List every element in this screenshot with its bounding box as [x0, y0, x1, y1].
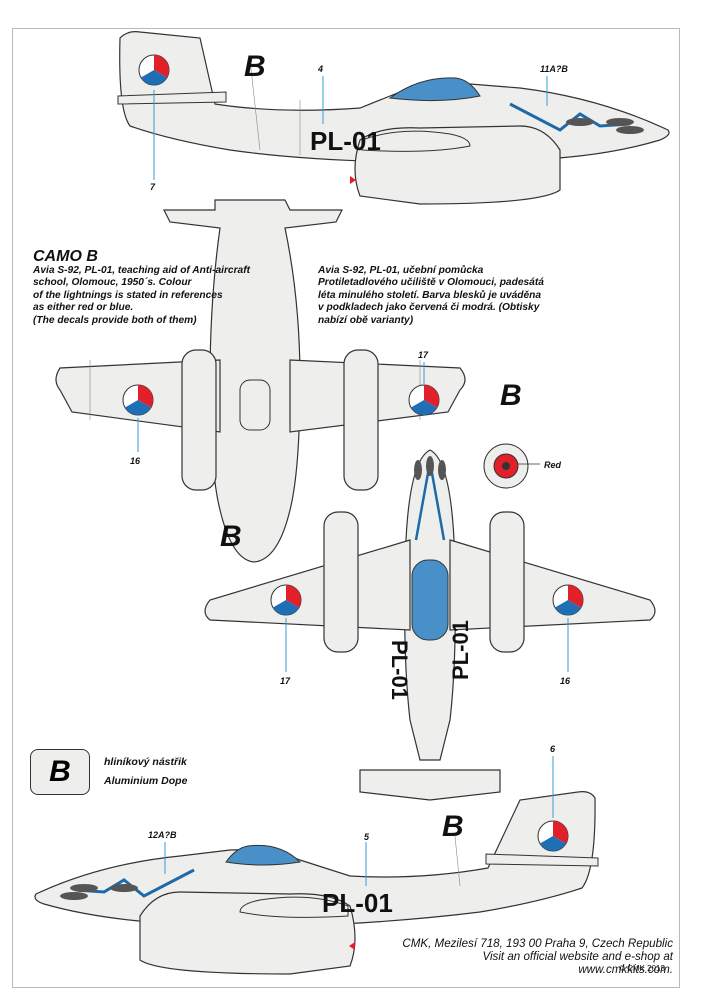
description-czech: Avia S-92, PL-01, učební pomůcka Protile…	[318, 265, 544, 326]
legend-letter: B	[49, 755, 71, 788]
footer-visit: Visit an official website and e-shop at	[482, 949, 673, 963]
side-top-registration: PL-01	[310, 126, 381, 156]
label-6: 6	[550, 744, 556, 754]
label-b-top: B	[244, 50, 266, 83]
label-17-bottom: 17	[280, 676, 291, 686]
label-11ab: 11A?B	[540, 64, 568, 74]
legend-name-czech: hliníkový nástřik	[104, 756, 187, 768]
label-4: 4	[317, 64, 323, 74]
label-b-middle: B	[220, 520, 242, 553]
label-16-left: 16	[130, 456, 141, 466]
label-b-bottom: B	[442, 810, 464, 843]
label-red: Red	[544, 460, 562, 470]
copyright: © CMK 2013	[619, 964, 665, 973]
label-16-right: 16	[560, 676, 571, 686]
side-bottom-registration: PL-01	[322, 888, 393, 918]
red-spinner-detail	[483, 443, 540, 489]
label-b-right: B	[500, 379, 522, 412]
footer: CMK, Mezilesí 718, 193 00 Praha 9, Czech…	[402, 937, 673, 976]
bottom-view: PL-01 PL-01	[204, 449, 656, 801]
legend-color-swatch: B	[30, 749, 90, 795]
camo-title: CAMO B	[33, 248, 98, 265]
footer-address: CMK, Mezilesí 718, 193 00 Praha 9, Czech…	[402, 937, 673, 950]
label-12ab: 12A?B	[148, 830, 177, 840]
label-7: 7	[150, 182, 156, 192]
side-view-top	[117, 31, 670, 205]
legend-name-english: Aluminium Dope	[104, 775, 188, 787]
side-view-bottom	[34, 756, 599, 975]
page-frame	[12, 28, 680, 988]
footer-website-link[interactable]: www.cmkkits.com.	[578, 962, 673, 976]
description-english: Avia S-92, PL-01, teaching aid of Anti-a…	[33, 265, 251, 326]
bottom-view-registration-right: PL-01	[448, 620, 473, 680]
callout-labels: B 4 11A?B 7 PL-01 B Red 17 16 B 17 16 6 …	[130, 50, 571, 918]
label-5: 5	[364, 832, 370, 842]
bottom-view-registration-left: PL-01	[387, 640, 412, 700]
label-17-top: 17	[418, 350, 429, 360]
top-view	[55, 199, 466, 563]
